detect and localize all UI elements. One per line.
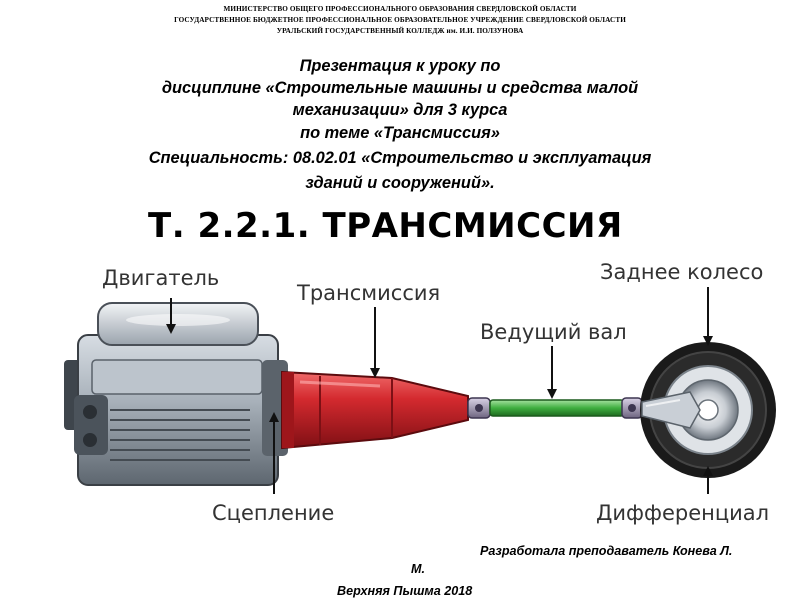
presentation-line-1: Презентация к уроку по	[299, 57, 501, 75]
label-clutch: Сцепление	[212, 501, 334, 525]
rear-wheel	[640, 342, 776, 478]
author-line-1: Разработала преподаватель Конева Л.	[480, 544, 733, 558]
label-rear-wheel: Заднее колесо	[600, 260, 763, 284]
presentation-line-2: дисциплине «Строительные машины и средст…	[161, 79, 639, 97]
label-engine: Двигатель	[102, 266, 219, 290]
label-transmission: Трансмиссия	[296, 281, 440, 305]
author-line-2: М.	[411, 562, 425, 576]
org-line-institution: ГОСУДАРСТВЕННОЕ БЮДЖЕТНОЕ ПРОФЕССИОНАЛЬН…	[174, 16, 626, 24]
topic-title: Т. 2.2.1. ТРАНСМИССИЯ	[148, 206, 623, 246]
leader-lines	[166, 287, 713, 494]
label-drive-shaft: Ведущий вал	[480, 320, 627, 344]
rear-universal-joint	[621, 397, 643, 419]
drive-shaft	[489, 399, 625, 417]
presentation-line-5: Специальность: 08.02.01 «Строительство и…	[148, 149, 652, 167]
presentation-line-3: механизации» для 3 курса	[292, 101, 508, 119]
presentation-line-4: по теме «Трансмиссия»	[300, 124, 500, 142]
label-differential: Дифференциал	[596, 501, 769, 525]
place-year: Верхняя Пышма 2018	[337, 584, 473, 598]
front-universal-joint	[467, 397, 491, 419]
presentation-line-6: зданий и сооружений».	[305, 174, 495, 192]
differential	[641, 391, 701, 429]
org-line-ministry: МИНИСТЕРСТВО ОБЩЕГО ПРОФЕССИОНАЛЬНОГО ОБ…	[223, 5, 577, 13]
engine-block	[64, 302, 288, 486]
org-line-college: УРАЛЬСКИЙ ГОСУДАРСТВЕННЫЙ КОЛЛЕДЖ им. И.…	[276, 27, 524, 35]
transmission-housing	[281, 370, 469, 450]
